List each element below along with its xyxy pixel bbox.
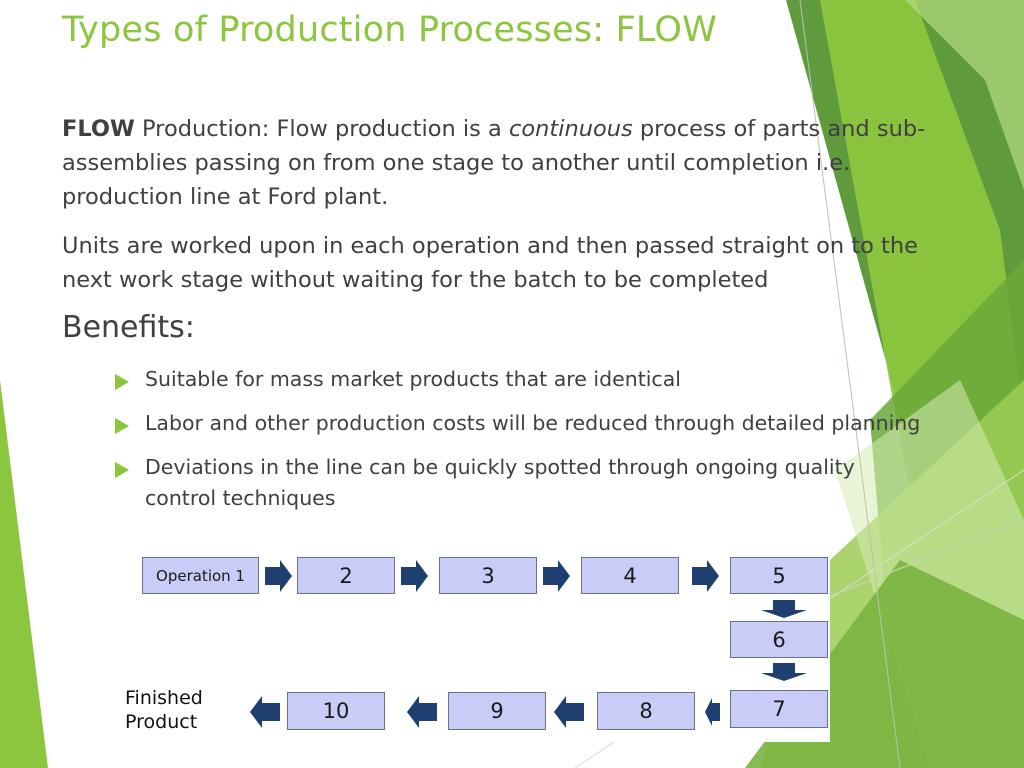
definition-text-b: process of parts and sub-assemblies pass… [62,116,926,210]
operation-box-8: 8 [597,692,695,730]
continuous-emphasis: continuous [509,116,633,142]
right-arrow-icon [692,560,719,592]
bullet-arrow-icon [115,418,129,434]
bullet-arrow-icon [115,374,129,390]
down-arrow-icon [761,663,807,681]
operation-box-7: 7 [730,690,828,728]
left-arrow-icon [250,696,280,728]
benefits-list: Suitable for mass market products that a… [115,364,925,527]
left-arrow-icon [554,696,584,728]
right-arrow-icon [265,560,292,592]
operation-box-10: 10 [287,692,385,730]
left-arrow-icon [705,698,720,726]
finished-product-label: Finished Product [125,686,203,734]
benefit-text: Suitable for mass market products that a… [145,367,681,391]
flow-detail-paragraph: Units are worked upon in each operation … [62,233,918,293]
operation-box-4: 4 [581,557,679,594]
benefit-text: Labor and other production costs will be… [145,411,921,435]
benefit-item: Suitable for mass market products that a… [115,364,925,395]
operation-box-6: 6 [730,621,828,658]
finished-label-line-2: Product [125,711,198,733]
bullet-arrow-icon [115,462,129,478]
flow-diagram: Operation 1 2 3 4 5 6 7 8 9 10 Finished … [120,546,830,742]
operation-box-5: 5 [730,557,828,594]
finished-label-line-1: Finished [125,687,203,709]
down-arrow-icon [761,600,807,618]
benefit-item: Labor and other production costs will be… [115,408,925,439]
slide-title: Types of Production Processes: FLOW [62,10,717,50]
flow-definition-paragraph: FLOW Production: Flow production is a co… [62,112,967,214]
benefit-text: Deviations in the line can be quickly sp… [145,455,855,510]
operation-box-2: 2 [297,557,395,594]
definition-text-a: Production: Flow production is a [134,116,509,142]
operation-box-3: 3 [439,557,537,594]
right-arrow-icon [401,560,428,592]
flow-arrows [250,560,807,728]
benefits-heading: Benefits: [62,310,195,345]
right-arrow-icon [543,560,570,592]
benefit-item: Deviations in the line can be quickly sp… [115,452,925,514]
operation-box-9: 9 [448,692,546,730]
flow-term: FLOW [62,116,135,142]
operation-box-1: Operation 1 [142,557,259,594]
left-arrow-icon [407,696,437,728]
